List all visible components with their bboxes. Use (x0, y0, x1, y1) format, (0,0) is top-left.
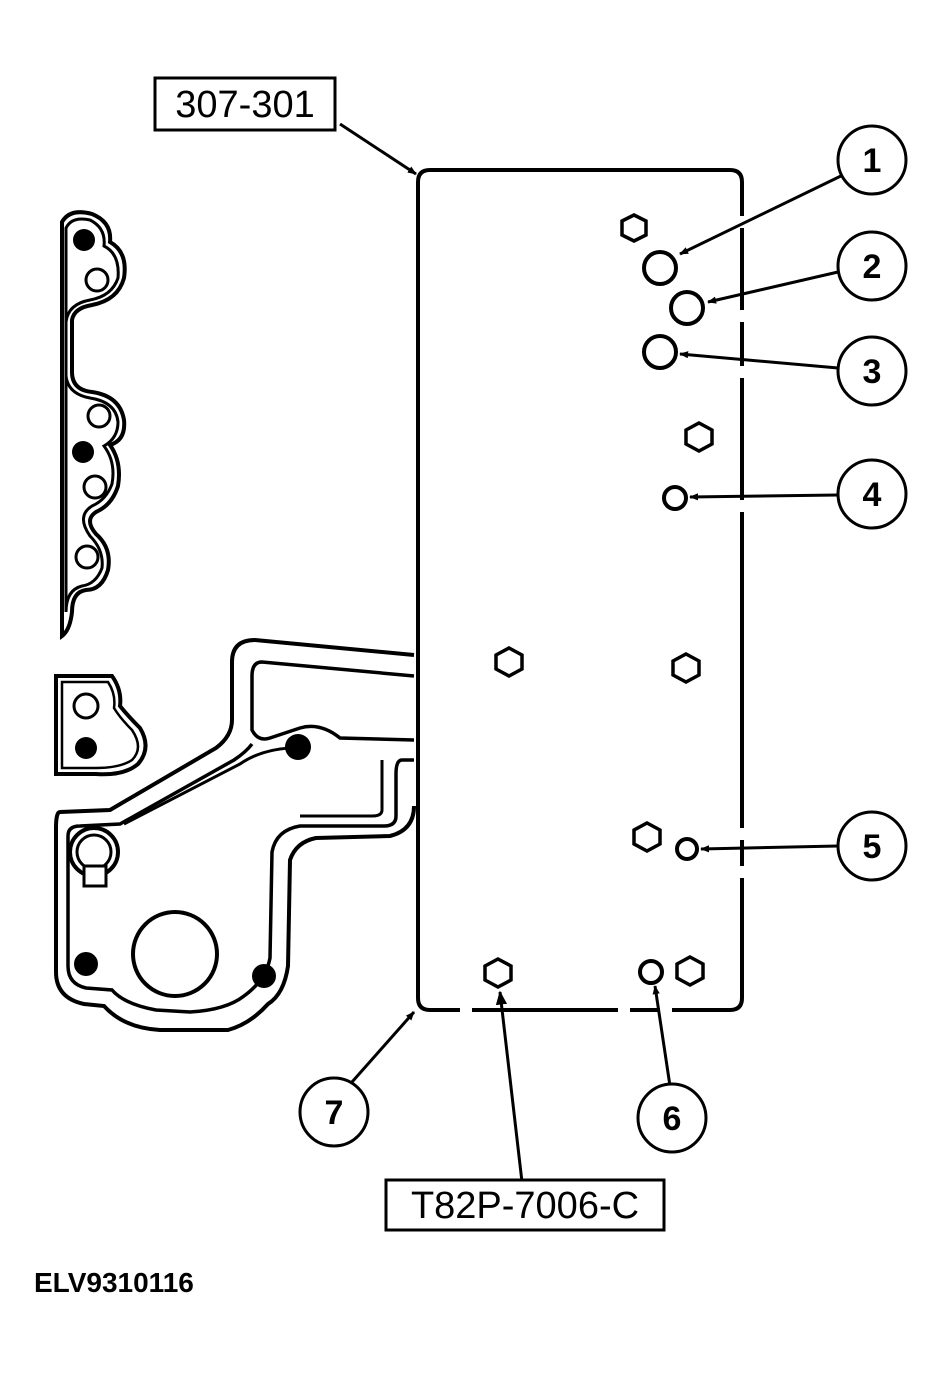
hex-bolt (671, 652, 701, 684)
plate-edge-breaks (460, 216, 745, 1013)
hex-bolt (483, 957, 513, 989)
callout-3: 3 (836, 335, 908, 407)
gasket-lower-manifold (54, 637, 416, 1032)
callout-7: 7 (298, 1076, 370, 1148)
arrow-5 (700, 844, 839, 853)
bolt-hole-filled (75, 737, 97, 759)
bolt-hole-filled (73, 229, 95, 251)
callout-6-text: 6 (663, 1100, 682, 1138)
check-ball-6 (638, 959, 664, 985)
arrow-1 (679, 172, 846, 256)
callout-4: 4 (836, 458, 908, 530)
arrow-6 (652, 985, 672, 1087)
arrow-top-tool (339, 122, 417, 176)
hex-bolt (684, 421, 714, 453)
callout-6: 6 (636, 1082, 708, 1154)
check-balls (638, 250, 705, 985)
hex-bolt (675, 955, 705, 987)
check-ball-3 (642, 334, 678, 370)
figure-id: ELV9310116 (34, 1267, 194, 1298)
bolt-hole-filled (72, 441, 94, 463)
bolt-hole-open (84, 267, 110, 293)
callout-5: 5 (836, 810, 908, 882)
callout-3-text: 3 (863, 353, 882, 391)
arrow-4 (689, 493, 839, 501)
hex-bolts (483, 213, 714, 989)
gasket-small-tab (54, 674, 148, 777)
bolt-hole-filled (285, 734, 311, 760)
hex-bolt (620, 213, 648, 243)
arrow-2 (707, 270, 839, 304)
gasket-bolt-holes-upper (72, 229, 112, 570)
bolt-hole-filled (252, 964, 276, 988)
hex-bolt (494, 646, 524, 678)
bolt-hole-open (86, 403, 112, 429)
check-ball-1 (642, 250, 678, 286)
callout-5-text: 5 (863, 828, 882, 866)
bolt-hole-open (82, 474, 108, 500)
hex-bolt (632, 821, 662, 853)
leader-arrows (339, 122, 846, 1183)
callout-7-text: 7 (325, 1094, 344, 1132)
arrow-bottom-tool (495, 990, 524, 1183)
tool-label-bottom-text: T82P-7006-C (411, 1185, 639, 1227)
bolt-hole-open (72, 692, 100, 720)
gasket-upper-strip (60, 210, 127, 641)
gasket-large-bore (131, 910, 219, 998)
callout-4-text: 4 (863, 476, 882, 514)
callout-1: 1 (836, 124, 908, 196)
callout-2: 2 (836, 230, 908, 302)
tool-label-top: 307-301 (153, 76, 337, 132)
gasket-port-ring (68, 826, 120, 888)
bolt-hole-open (74, 544, 100, 570)
tool-label-top-text: 307-301 (175, 84, 314, 126)
tool-label-bottom: T82P-7006-C (384, 1178, 666, 1232)
check-ball-2 (669, 290, 705, 326)
check-ball-5 (675, 837, 699, 861)
callout-1-text: 1 (863, 142, 882, 180)
arrow-7 (350, 1011, 416, 1083)
bolt-hole-filled (74, 952, 98, 976)
arrow-3 (679, 351, 839, 370)
check-ball-4 (662, 485, 688, 511)
separator-plate-outline (416, 168, 744, 1012)
callout-2-text: 2 (863, 248, 882, 286)
